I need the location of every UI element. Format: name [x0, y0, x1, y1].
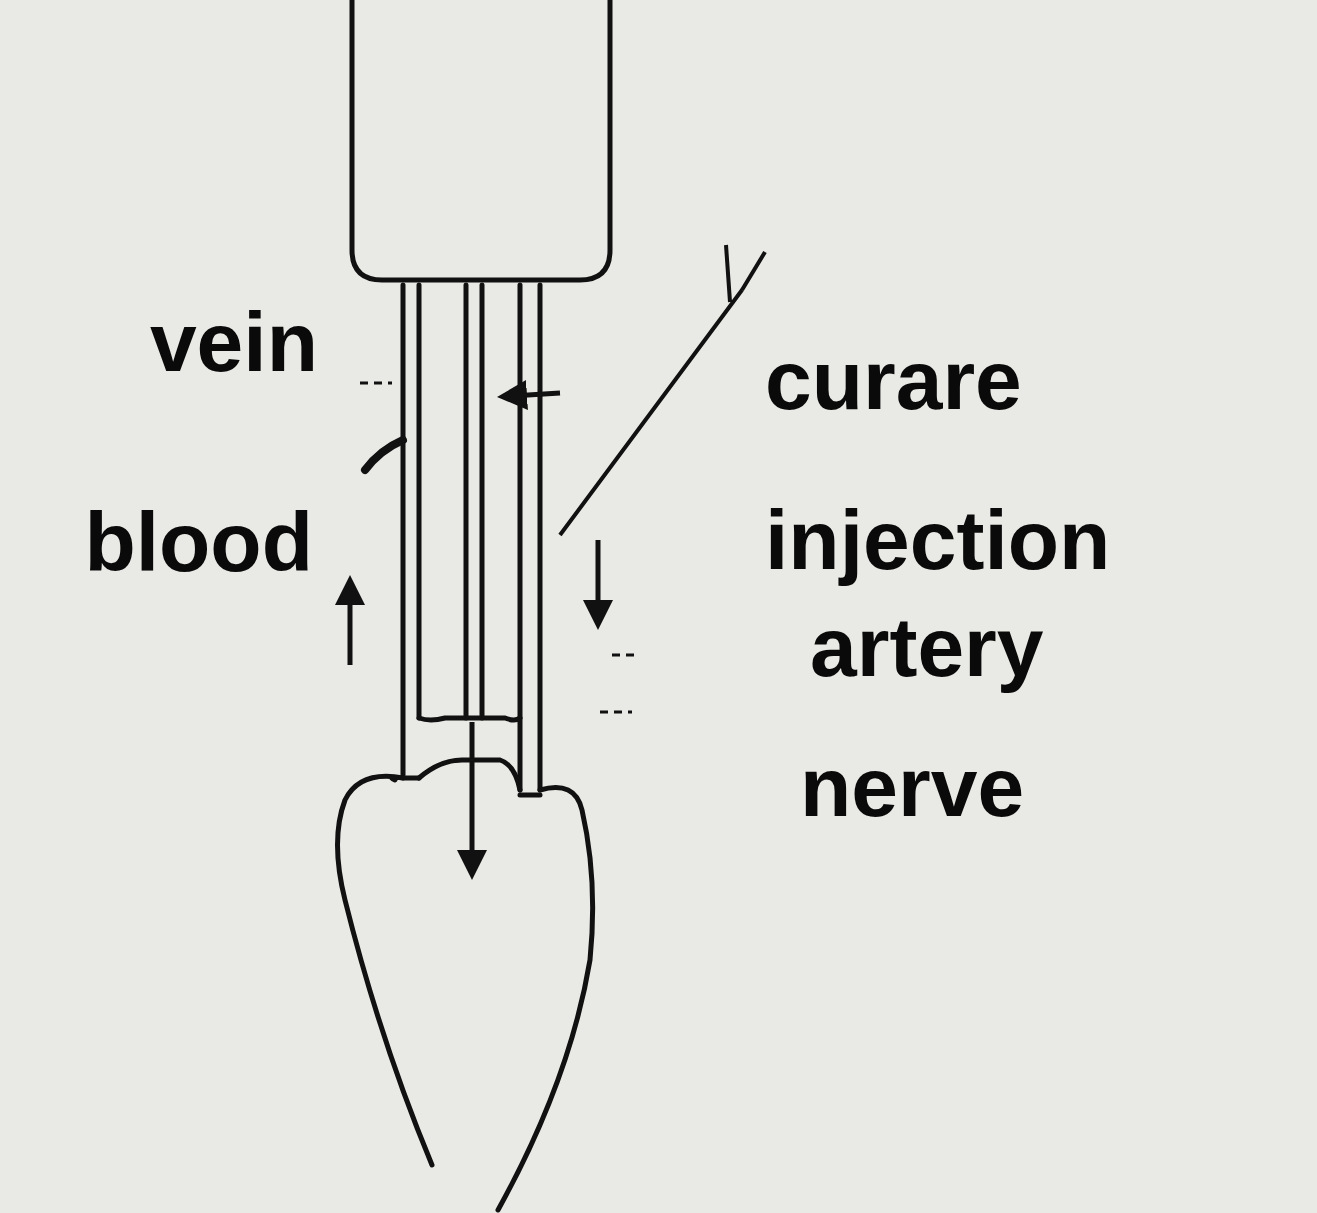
flow-arrow [348, 590, 353, 665]
injection-needle [560, 245, 765, 535]
injection-label: curare injection [765, 300, 1285, 620]
vessel-label: artery [810, 605, 1044, 689]
muscle-right-edge [498, 788, 593, 1211]
flow-arrow [512, 393, 560, 396]
nerve-fiber [466, 285, 482, 718]
junction-bar [419, 718, 520, 720]
nerve-label: nerve [800, 745, 1024, 829]
vein-tube [403, 285, 419, 775]
flow-arrow [596, 540, 601, 615]
artery-tube [520, 285, 540, 790]
nerve-arrow [470, 722, 475, 865]
flow-label: blood [84, 500, 313, 584]
leader-line [360, 383, 634, 712]
muscle-left-edge [338, 776, 433, 1165]
clamp-block [352, 0, 610, 280]
vessel-label: vein [150, 300, 318, 384]
vein-branch [365, 440, 403, 470]
